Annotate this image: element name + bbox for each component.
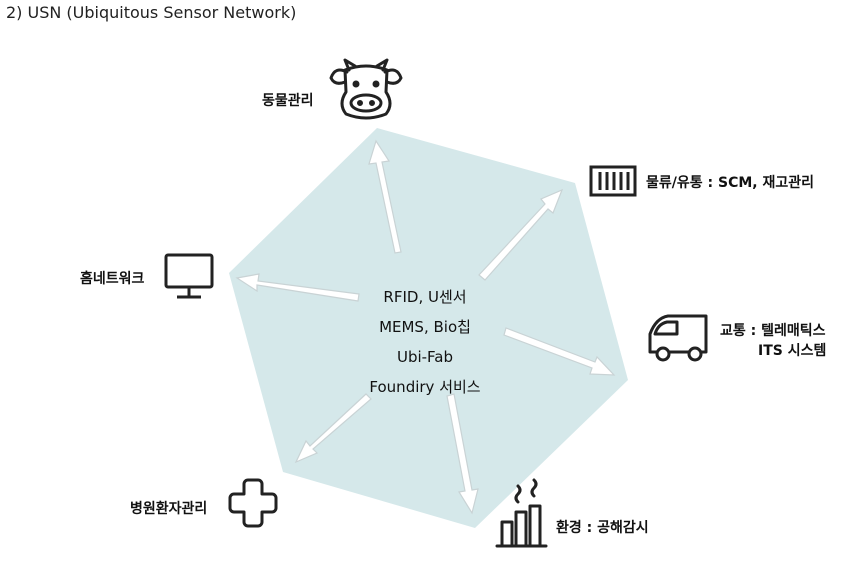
center-line: Foundiry 서비스 <box>369 378 481 396</box>
center-line: Ubi-Fab <box>396 348 454 366</box>
center-line: MEMS, Bio칩 <box>379 318 471 336</box>
arrow-to-animal <box>368 139 402 254</box>
truck-icon <box>648 314 708 362</box>
center-line: RFID, U센서 <box>383 288 467 306</box>
arrow-to-hospital <box>294 393 372 464</box>
label-home: 홈네트워크 <box>80 271 145 287</box>
arrow-to-traffic <box>503 327 616 376</box>
label-environment: 환경 : 공해감시 <box>556 520 649 536</box>
label-animal: 동물관리 <box>262 93 314 109</box>
label-traffic-line2: ITS 시스템 <box>758 343 827 359</box>
cow-icon <box>329 58 403 120</box>
label-traffic-line1: 교통 : 텔레매틱스 <box>720 323 826 339</box>
page-title: 2) USN (Ubiquitous Sensor Network) <box>6 3 297 22</box>
factory-icon <box>495 478 548 548</box>
arrow-to-environment <box>446 393 479 515</box>
arrow-to-home <box>235 273 360 302</box>
medical-cross-icon <box>228 478 278 528</box>
center-technologies: RFID, U센서 MEMS, Bio칩 Ubi-Fab Foundiry 서비… <box>330 285 520 405</box>
monitor-icon <box>164 253 214 299</box>
label-logistics: 물류/유통 : SCM, 재고관리 <box>646 175 814 191</box>
container-icon <box>589 165 637 197</box>
arrow-to-logistics <box>478 188 564 281</box>
label-hospital: 병원환자관리 <box>130 501 208 517</box>
